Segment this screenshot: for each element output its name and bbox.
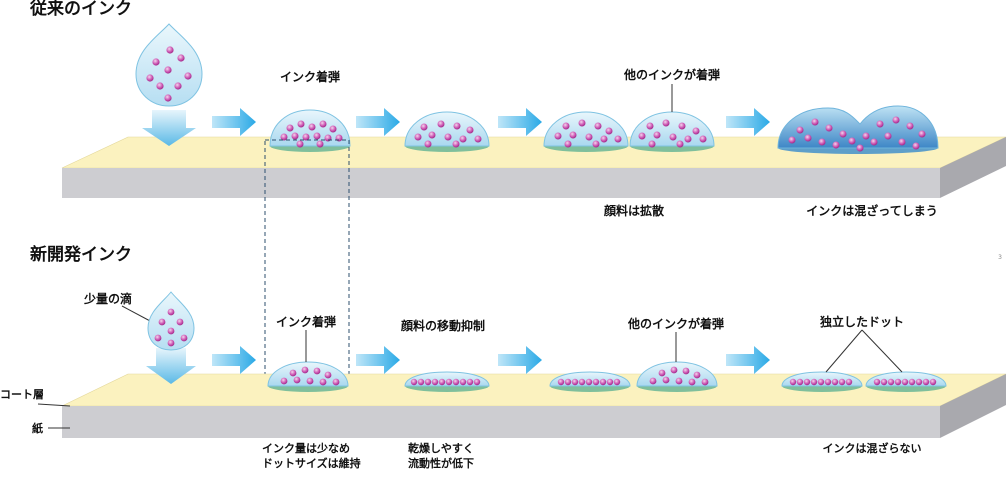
spreading-ink-dot [404,111,490,152]
down-arrow-icon [146,348,196,384]
coat-layer-label: コート層 [0,388,44,401]
note-dry-line-1: 乾燥しやすく [408,441,474,455]
other-landing-label: 他のインクが着弾 [627,316,724,331]
right-arrow-icon [498,346,542,374]
conventional-ink-title: 従来のインク [29,0,132,19]
ink-droplet [135,23,203,107]
landing-label: インク着弾 [280,69,340,84]
paper-side-face [940,374,1006,438]
conventional-ink-section: 従来のインク [29,0,1007,218]
note-amount-line-1: インク量は少なめ [262,441,350,455]
falling-small-drop [146,291,196,384]
right-arrow-icon [498,108,542,136]
independent-ink-dots [781,371,947,392]
paper-front-face [62,406,940,438]
right-arrow-icon [356,346,400,374]
no-mixing-label: インクは混ざらない [823,441,922,455]
comparison-dashed-box [264,139,350,399]
landing-label: インク着弾 [276,314,336,329]
pigment-particles [146,46,192,102]
right-arrow-icon [726,108,770,136]
new-ink-section: 新開発インク コート層 紙 少量の滴 [0,244,1007,470]
callout-line [121,305,153,323]
paper-side-face [940,137,1006,198]
right-arrow-icon [726,346,770,374]
new-paper-slab [61,373,1007,438]
callout-line [861,329,903,373]
coat-leader-line [37,403,71,407]
new-ink-title: 新開発インク [30,244,132,265]
callout-line [825,329,863,373]
landed-small-dot [267,361,349,392]
right-arrow-icon [212,108,256,136]
other-landing-label: 他のインクが着弾 [623,67,720,82]
note-dry-line-2: 流動性が低下 [408,456,474,470]
falling-ink-drop [135,23,203,146]
mixing-label: インクは混ざってしまう [806,203,937,218]
paper-label: 紙 [32,421,43,435]
pigment-suppression-label: 顔料の移動抑制 [400,318,485,333]
flat-and-new-dot [549,361,718,392]
down-arrow-icon [142,110,196,146]
small-droplet-label: 少量の滴 [83,291,132,306]
page-number: 3 [998,254,1002,261]
mixed-ink-blob [777,105,939,154]
note-amount-line-2: ドットサイズは維持 [262,456,361,470]
landed-ink-dot [269,109,351,152]
coat-top-face [61,373,1007,407]
two-ink-dots [543,111,715,152]
right-arrow-icon [212,346,256,374]
right-arrow-icon [356,108,400,136]
paper-front-face [62,168,940,198]
flattened-ink-dot [404,371,490,392]
diffusion-label: 顔料は拡散 [603,203,665,218]
independent-dots-label: 独立したドット [819,314,904,329]
